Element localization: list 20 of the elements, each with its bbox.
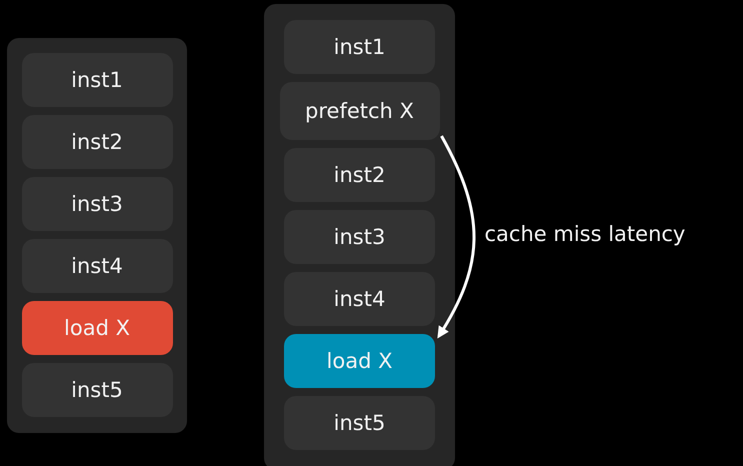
instruction-text: load X — [326, 349, 392, 373]
instruction-text: inst5 — [71, 378, 123, 402]
instruction-text: inst4 — [71, 254, 123, 278]
highlighted-instruction-box — [22, 301, 172, 355]
instruction-text: inst3 — [334, 225, 386, 249]
column-panel — [264, 4, 455, 466]
edge-label: cache miss latency — [484, 222, 686, 246]
instruction-text: inst1 — [334, 35, 386, 59]
instruction-box — [280, 82, 440, 140]
instruction-text: inst1 — [71, 68, 123, 92]
instruction-text: inst3 — [71, 192, 123, 216]
instruction-text: inst4 — [334, 287, 386, 311]
instruction-text: inst5 — [334, 411, 386, 435]
instruction-text: load X — [64, 316, 130, 340]
instruction-text: prefetch X — [305, 99, 414, 123]
instruction-text: inst2 — [71, 130, 123, 154]
column-panel — [7, 38, 187, 433]
arrow — [437, 135, 476, 339]
instruction-text: inst2 — [334, 163, 386, 187]
highlighted-instruction-box — [284, 334, 435, 388]
